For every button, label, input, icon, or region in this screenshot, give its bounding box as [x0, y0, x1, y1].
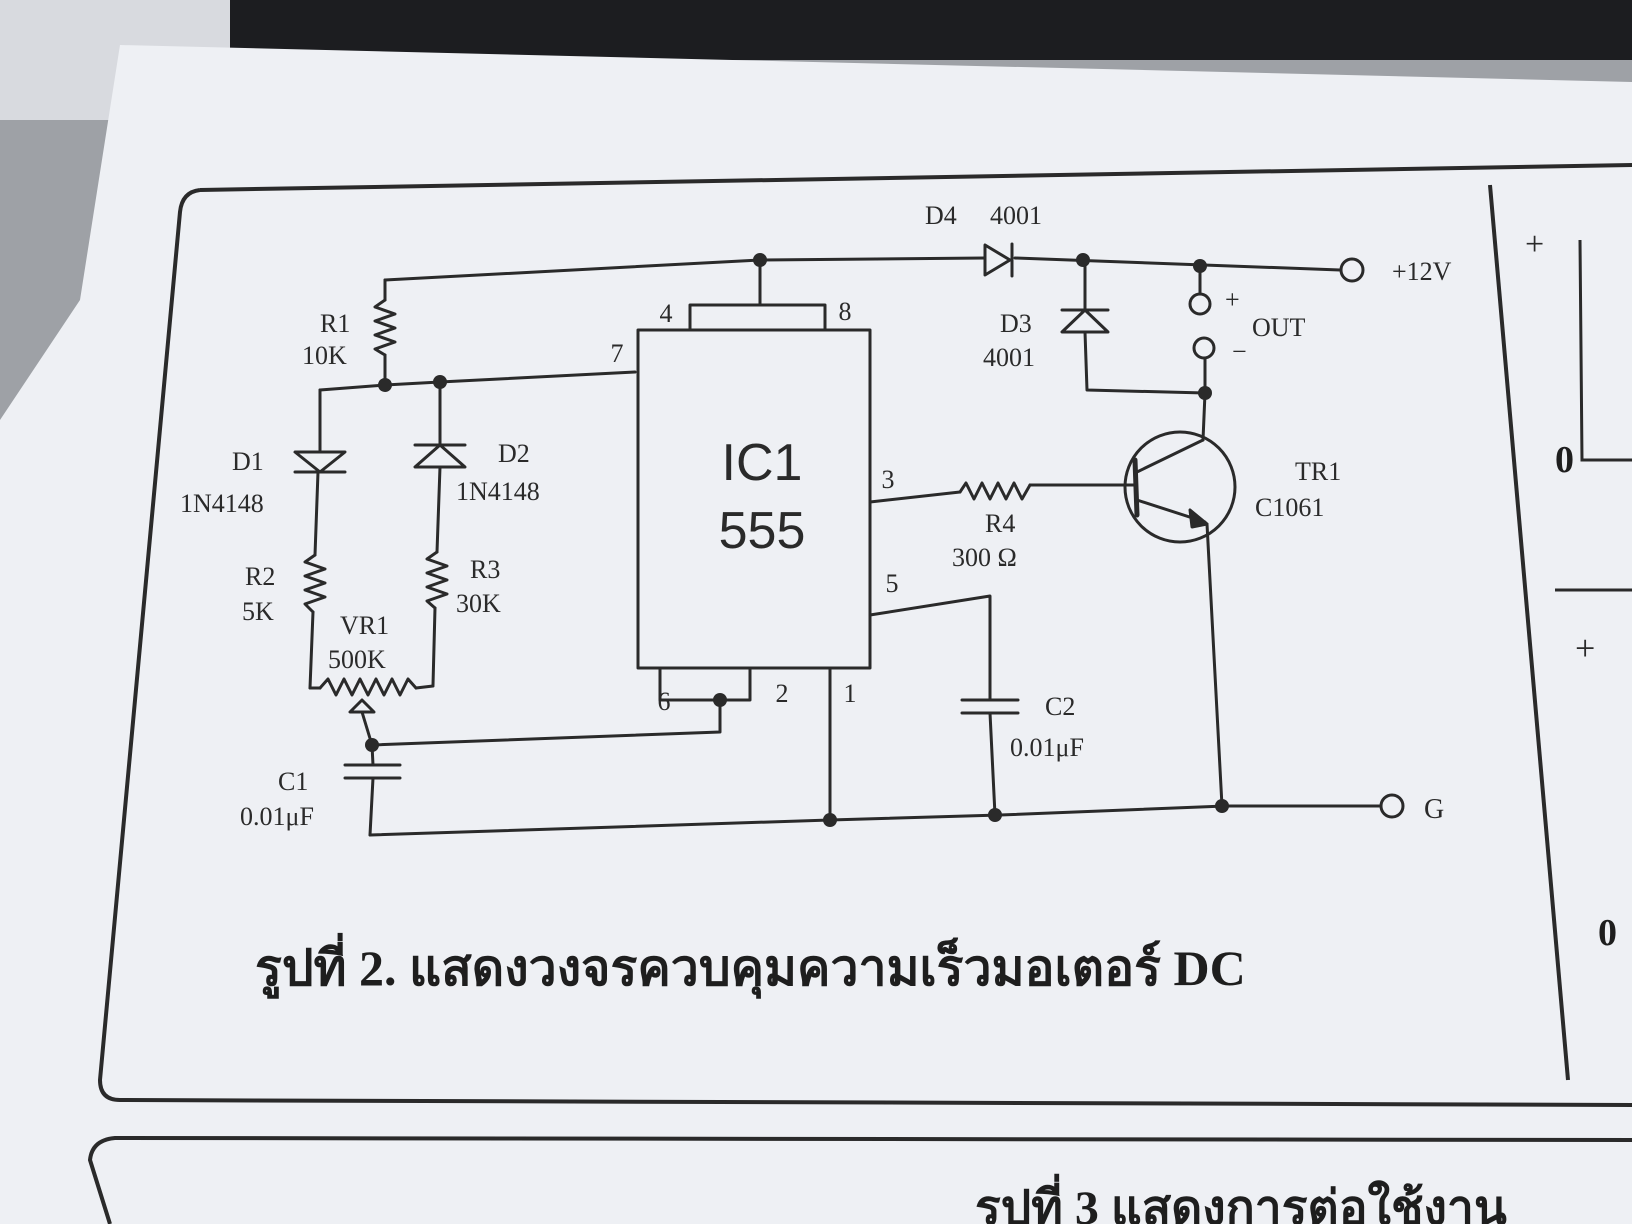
wire-trigger [370, 698, 722, 747]
vr1-name: VR1 [340, 611, 389, 640]
wire-vr1-right [414, 684, 435, 690]
out-plus-terminal [1188, 292, 1212, 316]
wire-emitter [1205, 522, 1224, 808]
tr1-value: C1061 [1255, 493, 1324, 522]
r4-name: R4 [985, 509, 1015, 538]
d3-name: D3 [1000, 309, 1032, 338]
d3-value: 4001 [983, 343, 1035, 372]
out-minus-label: − [1232, 337, 1247, 366]
out-plus-label: + [1225, 285, 1240, 314]
tr1-base-bar [1132, 457, 1140, 518]
r1-value: 10K [302, 341, 347, 370]
junction-dots [365, 253, 1229, 827]
d1-value: 1N4148 [180, 489, 264, 518]
wire-d3-bottom [1083, 330, 1207, 395]
figure-frame [97, 188, 1632, 1107]
wire-d1-bottom [313, 470, 320, 557]
ic-name: IC1 [722, 434, 803, 492]
gnd-terminal [1379, 793, 1405, 819]
vcc-terminal [1339, 257, 1365, 283]
pin-7-label: 7 [611, 339, 624, 368]
pin-5-label: 5 [886, 569, 899, 598]
pin-3-label: 3 [882, 465, 895, 494]
r3-resistor [425, 550, 449, 610]
gnd-label: G [1424, 794, 1444, 825]
r4-value: 300 Ω [952, 543, 1017, 572]
ic-body [636, 328, 872, 670]
r2-name: R2 [245, 562, 275, 591]
wire-pin7 [318, 370, 637, 392]
side-plus-low: + [1575, 628, 1595, 668]
r3-name: R3 [470, 555, 500, 584]
next-figure-frame [87, 1135, 1632, 1224]
r2-resistor [303, 553, 327, 614]
wire-pin5 [868, 594, 992, 702]
wire-c2-bottom [988, 711, 997, 817]
d2-value: 1N4148 [456, 477, 540, 506]
r2-value: 5K [242, 597, 274, 626]
pin-2-label: 2 [776, 679, 789, 708]
tr1-circle [1123, 430, 1237, 544]
wire-r3-bottom [431, 606, 437, 687]
next-figure-caption: รูปที่ 3 แสดงการต่อใช้งาน [975, 1173, 1507, 1224]
r3-value: 30K [456, 589, 501, 618]
r1-resistor [373, 298, 397, 357]
out-minus-terminal [1192, 336, 1216, 360]
d4-value: 4001 [990, 201, 1042, 230]
c1-value: 0.01μF [240, 802, 314, 831]
c1-name: C1 [278, 767, 308, 796]
wire-vcc [1013, 256, 1342, 272]
d1-name: D1 [232, 447, 264, 476]
pin-4-label: 4 [660, 299, 673, 328]
side-panel-wire [1578, 239, 1632, 462]
figure-caption: รูปที่ 2. แสดงวงจรควบคุมความเร็วมอเตอร์ … [255, 933, 1246, 999]
ic-part: 555 [719, 502, 806, 560]
wire-r2-bottom [308, 610, 315, 690]
wire-pin6-pin2 [658, 666, 752, 702]
r1-name: R1 [320, 309, 350, 338]
terminals [1188, 257, 1405, 819]
vr1-resistor [318, 677, 418, 697]
d2-name: D2 [498, 439, 530, 468]
dark-mat [220, 0, 1632, 60]
tr1-name: TR1 [1295, 457, 1341, 486]
vr1-value: 500K [328, 645, 386, 674]
wire-pin4-pin8 [688, 303, 827, 332]
c2-name: C2 [1045, 692, 1075, 721]
side-panel-divider [1488, 184, 1570, 1081]
d4-name: D4 [925, 201, 957, 230]
side-plus-top: + [1525, 226, 1544, 263]
wire-d2-bottom [435, 465, 442, 554]
pin-1-label: 1 [844, 679, 857, 708]
vcc-label: +12V [1392, 257, 1452, 286]
side-zero-mid: 0 [1555, 439, 1574, 481]
figure-frame-top [199, 163, 1632, 192]
d4-diode [983, 243, 1012, 277]
out-label: OUT [1252, 313, 1306, 342]
paper-sheet [0, 45, 1632, 1224]
wire-c1-bottom [368, 776, 375, 837]
wire-pin3 [868, 490, 962, 504]
r4-resistor [958, 481, 1032, 501]
c2-value: 0.01μF [1010, 733, 1084, 762]
pin-8-label: 8 [839, 297, 852, 326]
wire-collector [1201, 391, 1207, 442]
d1-diode [293, 450, 347, 474]
side-zero-low: 0 [1598, 912, 1617, 954]
pin-6-label: 6 [658, 687, 671, 716]
tr1-emitter-arrow [1188, 508, 1209, 529]
tr1-collector [1135, 438, 1205, 474]
